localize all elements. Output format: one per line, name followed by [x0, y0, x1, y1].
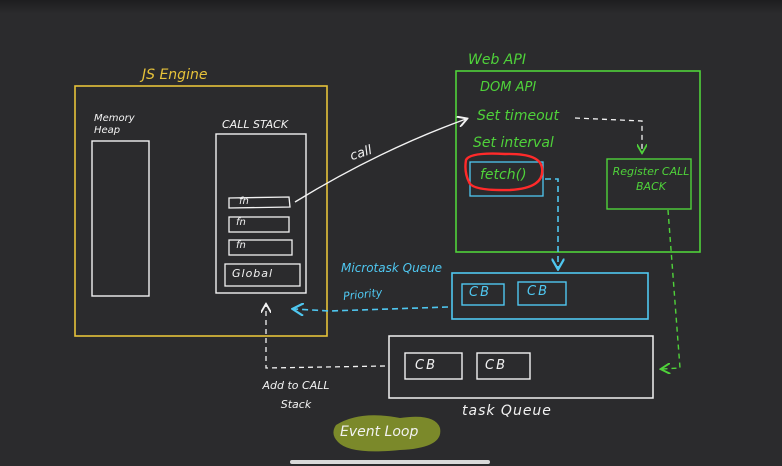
microtask-queue-title: Microtask Queue	[341, 261, 443, 275]
microtask-cb-2: CB	[527, 284, 549, 299]
fetch-to-microtask-arrow	[545, 178, 558, 268]
task-cb-box-1	[404, 352, 463, 380]
memory-heap-box	[91, 140, 150, 297]
event-loop-label: Event Loop	[340, 424, 419, 440]
timeout-to-register-arrow	[574, 117, 642, 152]
js-engine-title: JS Engine	[142, 67, 208, 83]
memory-heap-label: Memory Heap	[94, 113, 135, 136]
event-loop-marker	[333, 415, 441, 452]
call-stack-title: CALL STACK	[222, 118, 289, 131]
register-to-taskqueue-arrow	[662, 209, 681, 369]
task-queue-box	[388, 335, 654, 399]
register-callback-label: Register CALL BACK	[612, 165, 690, 193]
task-cb-box-2	[476, 352, 531, 380]
stack-frame-1: fn	[239, 196, 249, 207]
microtask-cb-box-1	[461, 283, 505, 306]
call-arrow	[294, 119, 466, 203]
microtask-cb-box-2	[517, 281, 567, 306]
taskqueue-to-stack-arrow	[266, 305, 386, 369]
microtask-cb-1: CB	[469, 285, 491, 300]
web-api-setinterval: Set interval	[473, 135, 554, 151]
register-callback-box	[606, 158, 692, 210]
js-engine-box	[74, 85, 328, 337]
web-api-dom: DOM API	[480, 80, 537, 95]
fetch-box	[469, 161, 544, 197]
microtask-queue-box	[451, 272, 649, 320]
stack-frame-box-2	[228, 216, 290, 233]
web-api-settimeout: Set timeout	[477, 108, 559, 124]
web-api-fetch: fetch()	[480, 167, 527, 183]
stack-frame-box-3	[228, 239, 293, 256]
microtask-to-stack-arrow	[294, 307, 449, 311]
stack-frame-box-1	[228, 196, 291, 209]
task-cb-1: CB	[415, 358, 437, 373]
task-cb-2: CB	[485, 358, 507, 373]
stack-frame-3: fn	[236, 240, 246, 251]
stack-frame-2: fn	[236, 217, 246, 228]
add-to-call-stack-label: Add to CALL Stack	[262, 379, 330, 411]
stack-frame-box-4	[224, 263, 301, 287]
stack-frame-4: Global	[232, 267, 274, 280]
window-top-bar	[0, 0, 782, 14]
fetch-highlight	[464, 152, 544, 192]
call-stack-box	[215, 133, 307, 294]
home-indicator	[290, 460, 490, 464]
web-api-box	[455, 70, 701, 253]
task-queue-title: task Queue	[462, 403, 552, 419]
web-api-title: Web API	[468, 52, 526, 68]
